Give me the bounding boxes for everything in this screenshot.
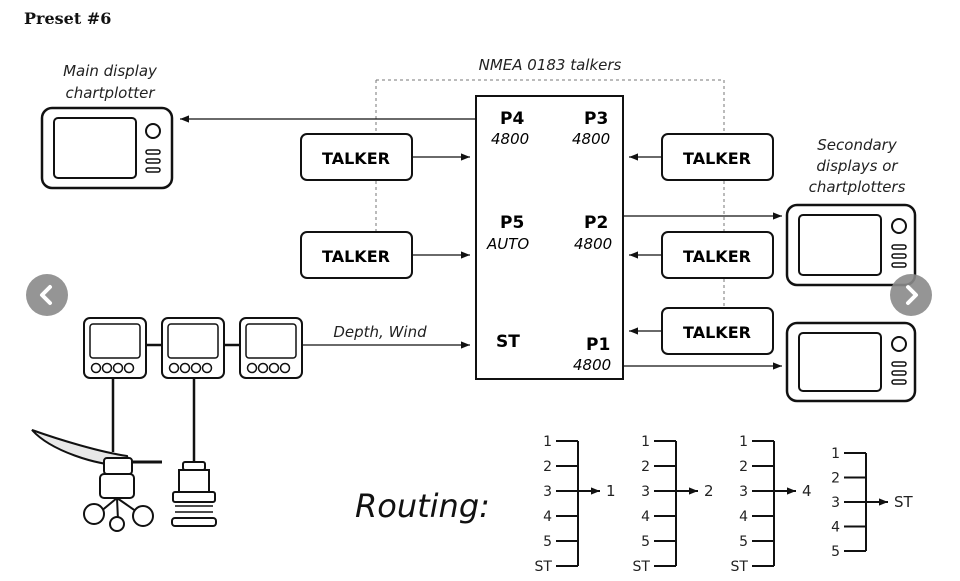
routing-input-label: 4 (831, 520, 840, 536)
routing-output-label: 1 (606, 482, 616, 500)
routing-input-label: 3 (739, 484, 748, 500)
routing-input-label: 2 (641, 459, 650, 475)
preset-title: Preset #6 (24, 9, 111, 28)
routing-group-3: 1 2 3 4 5ST 4 (731, 434, 812, 575)
routing-group-1: 1 2 3 4 5ST 1 (535, 434, 616, 575)
main-display-chartplotter (40, 106, 174, 190)
routing-output-label: 4 (802, 482, 812, 500)
routing-input-label: 2 (543, 459, 552, 475)
talker-left-bottom: TALKER (300, 231, 413, 279)
routing-input-label: 3 (543, 484, 552, 500)
port-p4-name: P4 (500, 109, 524, 129)
secondary-display-upper (785, 203, 917, 287)
routing-input-label: ST (633, 559, 651, 575)
instrument-bus-links (111, 343, 240, 462)
routing-input-label: 1 (831, 446, 840, 462)
instrument-display-1 (83, 317, 147, 379)
depth-wind-label: Depth, Wind (333, 323, 427, 341)
port-p1-name: P1 (586, 335, 610, 355)
routing-input-label: 5 (543, 534, 552, 550)
routing-input-label: 4 (543, 509, 552, 525)
wind-sensor (31, 429, 162, 532)
routing-input-label: 1 (739, 434, 748, 450)
multiplexer-box (475, 95, 624, 380)
routing-group-2: 1 2 3 4 5ST 2 (633, 434, 714, 575)
port-p5-name: P5 (500, 213, 524, 233)
talker-label: TALKER (683, 247, 751, 266)
routing-input-label: 5 (739, 534, 748, 550)
routing-input-label: ST (731, 559, 749, 575)
nmea-talkers-label: NMEA 0183 talkers (479, 56, 622, 74)
talker-label: TALKER (683, 323, 751, 342)
routing-group-4: 1 2 3 4 5 ST (831, 446, 913, 560)
port-st-name: ST (496, 332, 520, 352)
port-p3-name: P3 (584, 109, 608, 129)
carousel-prev-button[interactable] (26, 274, 68, 316)
routing-input-label: 5 (831, 544, 840, 560)
secondary-label-line2: displays or (816, 157, 898, 175)
secondary-label-line1: Secondary (817, 136, 898, 154)
talker-label: TALKER (322, 247, 390, 266)
depth-transducer (171, 461, 217, 527)
main-display-label-line2: chartplotter (65, 84, 155, 102)
port-p5-speed: AUTO (486, 235, 529, 253)
port-p2-speed: 4800 (574, 235, 612, 253)
nmea-dashed-bracket (375, 79, 725, 307)
port-p1-speed: 4800 (573, 356, 611, 374)
main-display-label-line1: Main display (63, 62, 158, 80)
routing-input-label: 4 (739, 509, 748, 525)
port-p2-name: P2 (584, 213, 608, 233)
talker-label: TALKER (683, 149, 751, 168)
chevron-right-icon (906, 285, 918, 305)
carousel-next-button[interactable] (890, 274, 932, 316)
port-p4-speed: 4800 (491, 130, 529, 148)
routing-output-label: 2 (704, 482, 714, 500)
routing-input-label: 1 (641, 434, 650, 450)
routing-input-label: 1 (543, 434, 552, 450)
secondary-display-lower (785, 321, 917, 403)
talker-left-top: TALKER (300, 133, 413, 181)
talker-right-middle: TALKER (661, 231, 774, 279)
secondary-label-line3: chartplotters (809, 178, 906, 196)
routing-input-label: ST (535, 559, 553, 575)
routing-input-label: 4 (641, 509, 650, 525)
routing-input-label: 2 (739, 459, 748, 475)
routing-input-label: 3 (831, 495, 840, 511)
talker-label: TALKER (322, 149, 390, 168)
chevron-left-icon (40, 285, 52, 305)
instrument-display-3 (239, 317, 303, 379)
port-p3-speed: 4800 (572, 130, 610, 148)
routing-output-label: ST (894, 493, 914, 511)
routing-input-label: 5 (641, 534, 650, 550)
talker-right-top: TALKER (661, 133, 774, 181)
routing-label: Routing: (355, 487, 490, 525)
routing-input-label: 2 (831, 471, 840, 487)
talker-right-bottom: TALKER (661, 307, 774, 355)
instrument-display-2 (161, 317, 225, 379)
routing-input-label: 3 (641, 484, 650, 500)
